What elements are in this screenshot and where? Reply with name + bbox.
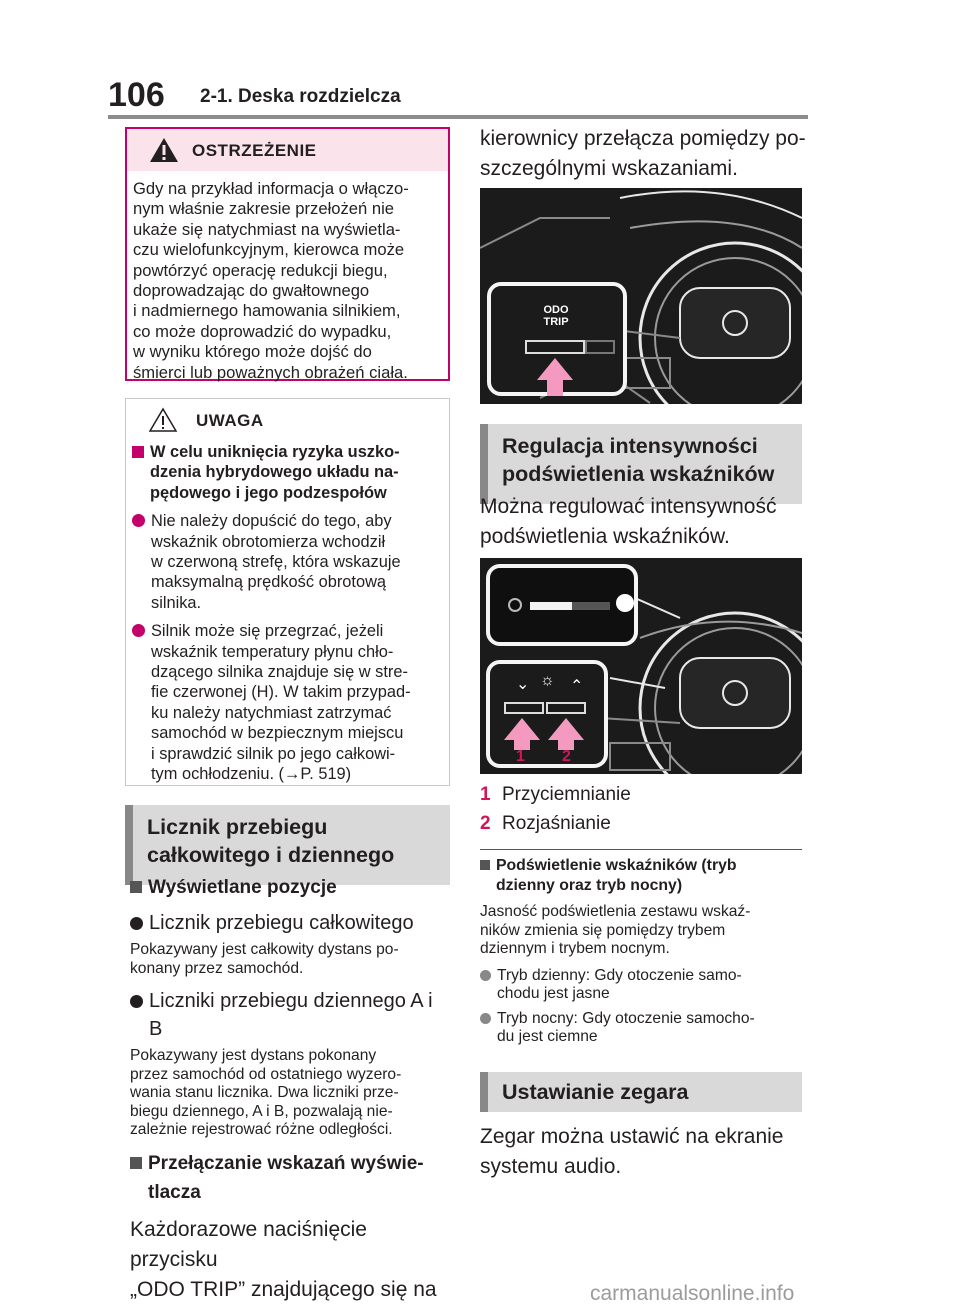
switching-text-continued: kierownicy przełącza pomiędzy po- szczeg… [480, 127, 806, 180]
caution-box: UWAGA W celu uniknięcia ryzyka uszko- dz… [125, 398, 450, 786]
square-bullet-icon [130, 881, 142, 893]
warning-text: Gdy na przykład informacja o włączo- nym… [133, 179, 409, 382]
callout-number-1: 1 [516, 748, 525, 765]
subheading-day-night: Podświetlenie wskaźników (tryb dzienny o… [496, 857, 737, 894]
caution-item: Silnik może się przegrzać, jeżeli wskaźn… [151, 622, 411, 784]
odometer-text: Pokazywany jest całkowity dystans po- ko… [130, 941, 399, 977]
warning-header: OSTRZEŻENIE [127, 129, 448, 171]
clock-text: Zegar można ustawić na ekranie systemu a… [480, 1125, 784, 1178]
warning-title: OSTRZEŻENIE [192, 141, 317, 160]
divider [480, 849, 802, 850]
brightness-level [530, 602, 572, 610]
round-bullet-icon [130, 917, 143, 930]
callout-brightness-bar [486, 564, 638, 646]
brightness-text: Można regulować intensywność podświetlen… [480, 495, 777, 548]
bright-sun-icon [616, 594, 634, 612]
callout-brightness-buttons: ⌄ ☼ ⌃ 1 2 [486, 660, 608, 768]
square-bullet-icon [132, 446, 144, 458]
odo-trip-button[interactable] [525, 340, 585, 354]
night-mode-item: Tryb nocny: Gdy otoczenie samocho- du je… [497, 1009, 755, 1046]
bullet-odometer: Licznik przebiegu całkowitego [149, 912, 414, 934]
legend-number: 2 [480, 813, 491, 834]
chevron-up-icon: ⌃ [570, 678, 584, 695]
figure-odo-trip: ODO TRIP [480, 188, 802, 404]
round-bullet-icon [480, 1012, 491, 1024]
legend-item: 1 Przyciemnianie [480, 780, 810, 809]
arrow-stem [558, 740, 574, 750]
switching-text: Każdorazowe naciśnięcie przycisku „ODO T… [130, 1217, 437, 1301]
round-bullet-icon [132, 514, 145, 528]
square-bullet-icon [130, 1156, 142, 1169]
chevron-down-icon: ⌄ [516, 676, 530, 693]
dim-button[interactable] [504, 702, 544, 714]
subheading-display-items: Wyświetlane pozycje [148, 877, 337, 898]
section-bar-odometer: Licznik przebiegu całkowitego i dzienneg… [125, 805, 450, 885]
arrow-stem [547, 380, 563, 396]
dim-sun-icon [508, 598, 522, 612]
caution-header: UWAGA [126, 399, 449, 437]
arrow-up-icon [537, 358, 573, 380]
round-bullet-icon [130, 995, 143, 1008]
callout-odo-trip: ODO TRIP [487, 282, 627, 396]
square-bullet-icon [480, 860, 490, 870]
round-bullet-icon [132, 624, 145, 638]
legend-text: Przyciemnianie [502, 784, 631, 805]
warning-triangle-icon [150, 138, 178, 162]
odo-label: ODO [543, 304, 569, 316]
warning-box: OSTRZEŻENIE Gdy na przykład informacja o… [125, 127, 450, 382]
round-bullet-icon [480, 969, 491, 981]
day-night-text: Jasność podświetlenia zestawu wskaź- nik… [480, 903, 751, 957]
legend-number: 1 [480, 784, 491, 805]
arrow-stem [514, 740, 530, 750]
callout-number-2: 2 [562, 748, 571, 765]
legend-text: Rozjaśnianie [502, 813, 611, 834]
bullet-tripmeter: Liczniki przebiegu dziennego A i B [149, 990, 433, 1040]
section-bar-brightness: Regulacja intensywności podświetlenia ws… [480, 424, 802, 504]
tripmeter-text: Pokazywany jest dystans pokonany przez s… [130, 1047, 402, 1138]
watermark: carmanualsonline.info [590, 1282, 795, 1305]
legend-item: 2 Rozjaśnianie [480, 809, 810, 838]
adjacent-button [585, 340, 615, 354]
day-mode-item: Tryb dzienny: Gdy otoczenie samo- chodu … [497, 966, 742, 1003]
caution-title: UWAGA [196, 411, 264, 430]
figure-legend: 1 Przyciemnianie 2 Rozjaśnianie [480, 780, 810, 838]
brighten-button[interactable] [546, 702, 586, 714]
header-rule [108, 115, 808, 119]
trip-label: TRIP [543, 316, 569, 328]
section-title: 2-1. Deska rozdzielcza [200, 86, 401, 107]
brightness-icon: ☼ [540, 672, 555, 689]
arrow-up-icon [504, 718, 540, 740]
subheading-switching: Przełączanie wskazań wyświe- tlacza [148, 1152, 424, 1203]
page-number: 106 [108, 76, 165, 114]
arrow-up-icon [548, 718, 584, 740]
section-bar-clock: Ustawianie zegara [480, 1072, 802, 1112]
caution-item: Nie należy dopuścić do tego, aby wskaźni… [151, 512, 401, 612]
caution-triangle-icon [148, 407, 178, 432]
figure-brightness: ⌄ ☼ ⌃ 1 2 [480, 558, 802, 774]
caution-heading: W celu uniknięcia ryzyka uszko- dzenia h… [150, 443, 400, 502]
